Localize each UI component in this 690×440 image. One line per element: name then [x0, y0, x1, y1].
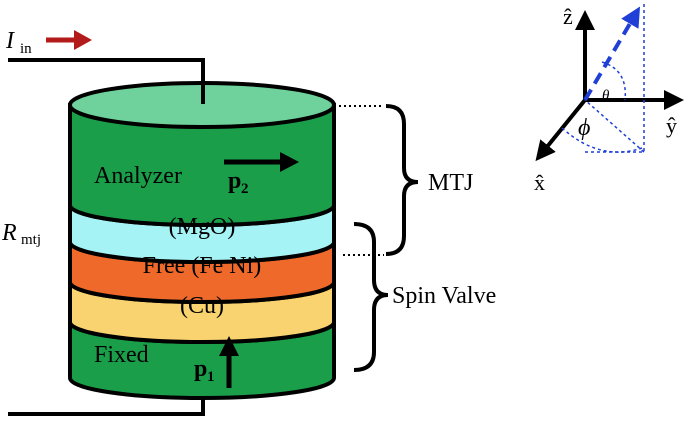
current-arrow [46, 30, 92, 50]
phi-arc [561, 127, 643, 153]
mtj-label: MTJ [428, 170, 473, 196]
spin-valve-label: Spin Valve [392, 283, 496, 309]
p2-subscript: 2 [241, 181, 249, 197]
mtj-brace [385, 104, 419, 256]
projection-drop [584, 99, 645, 153]
theta-label: θ [602, 88, 610, 104]
p1-vector: p 1 [194, 336, 239, 388]
p1-subscript: 1 [207, 369, 215, 385]
x-axis [535, 98, 587, 162]
coordinate-axes: ẑ ŷ x̂ θ ϕ [534, 4, 684, 195]
p2-symbol: p [228, 168, 241, 194]
free-label: Free (Fe Ni) [143, 253, 262, 279]
p1-symbol: p [194, 356, 207, 382]
cu-label: (Cu) [180, 293, 224, 319]
analyzer-label: Analyzer [94, 163, 182, 189]
analyzer-layer [68, 81, 336, 227]
mgo-label: (MgO) [169, 214, 236, 240]
phi-label: ϕ [578, 115, 590, 141]
bottom-wire [8, 398, 205, 416]
fixed-label: Fixed [94, 342, 149, 368]
spin-valve-brace [353, 222, 389, 372]
z-axis-label: ẑ [563, 4, 573, 29]
y-axis-label: ŷ [666, 113, 677, 138]
magnetization-vector [583, 6, 641, 102]
theta-arc [601, 61, 627, 101]
resistance-symbol: R [1, 220, 17, 246]
input-current-label: I in [5, 28, 32, 57]
resistance-label: R mtj [1, 220, 41, 248]
resistance-subscript: mtj [21, 232, 41, 248]
current-symbol: I [5, 28, 15, 54]
x-axis-label: x̂ [534, 170, 545, 195]
p2-vector: p 2 [224, 152, 299, 197]
current-subscript: in [20, 41, 32, 57]
